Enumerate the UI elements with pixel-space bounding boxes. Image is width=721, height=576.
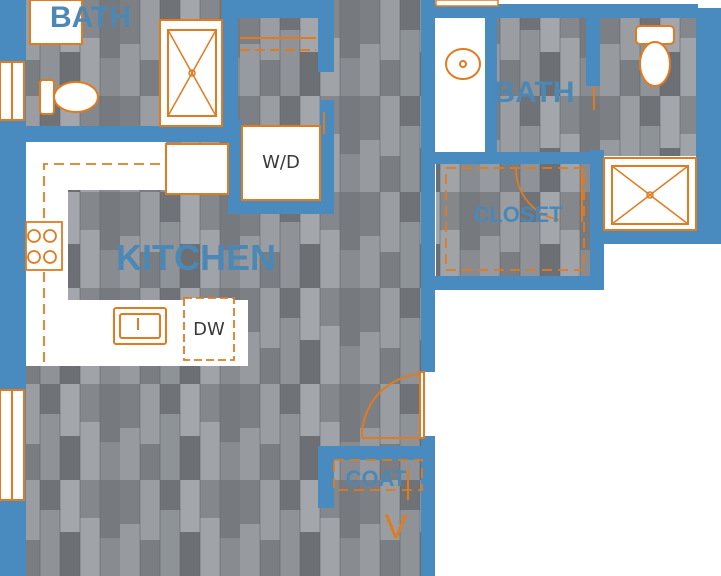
closet-shelf-outline	[445, 167, 585, 271]
wall-right-bath-inner	[586, 14, 600, 86]
wall-bath-bottom	[0, 126, 230, 142]
room-label-bath-right: BATH	[493, 76, 574, 109]
wall-closet-right	[590, 150, 604, 290]
wall-right-edge	[696, 8, 721, 244]
left-shower-icon	[159, 19, 223, 127]
dishwasher-label: DW	[193, 319, 225, 340]
counter-dashed-edge	[43, 163, 164, 362]
closet: CLOSET	[445, 167, 585, 271]
entry-arrow-marker: V	[385, 508, 408, 546]
wall-wd-left	[228, 120, 242, 214]
wall-wd-right	[320, 100, 334, 214]
right-shower-icon	[603, 157, 697, 231]
kitchen: DW KITCHEN	[25, 142, 276, 366]
windows	[0, 61, 25, 501]
left-bath-vanity	[29, 0, 83, 45]
wall-center-lower	[421, 436, 435, 576]
closet-floor	[436, 160, 596, 278]
entry-door	[360, 371, 425, 439]
kitchen-upper-cabinet	[165, 143, 229, 195]
right-bath: BATH	[435, 0, 675, 152]
room-label-closet: CLOSET	[473, 202, 563, 227]
right-toilet-icon	[635, 25, 675, 87]
kitchen-sink-icon	[113, 307, 167, 345]
wall-right-bath-bottom	[430, 152, 600, 164]
coat-closet-label: COAT	[346, 466, 407, 491]
kitchen-counter-top	[26, 142, 166, 190]
wall-bath-vertical	[222, 0, 238, 142]
wall-closet-bottom	[430, 276, 604, 290]
dishwasher-icon: DW	[183, 297, 235, 361]
wall-coat-left	[318, 446, 334, 508]
right-bath-vanity	[436, 18, 485, 152]
coat-closet: COAT	[333, 459, 423, 500]
closet-door-swing	[515, 167, 561, 221]
wall-right-bath-divider	[485, 14, 497, 160]
wall-coat-top	[318, 446, 422, 460]
wall-top-right-stub	[318, 0, 334, 72]
wall-shower-bottom	[596, 230, 698, 244]
wall-center-vertical	[421, 0, 435, 372]
left-bath: BATH	[29, 0, 223, 127]
left-toilet-icon	[39, 79, 99, 115]
room-label-bath-left: BATH	[50, 1, 131, 34]
washer-dryer-label: W/D	[262, 152, 300, 173]
hall-door-marks	[240, 37, 325, 134]
room-label-kitchen: KITCHEN	[116, 237, 276, 278]
wall-top-mid	[228, 0, 334, 18]
right-sink-icon	[445, 48, 481, 80]
washer-dryer: W/D	[241, 125, 321, 201]
wall-wd-bottom	[228, 200, 332, 214]
exterior-area	[437, 290, 697, 576]
right-bath-top-cabinet	[435, 0, 499, 7]
cooktop-icon	[25, 221, 63, 271]
wall-left-mid	[0, 140, 26, 386]
